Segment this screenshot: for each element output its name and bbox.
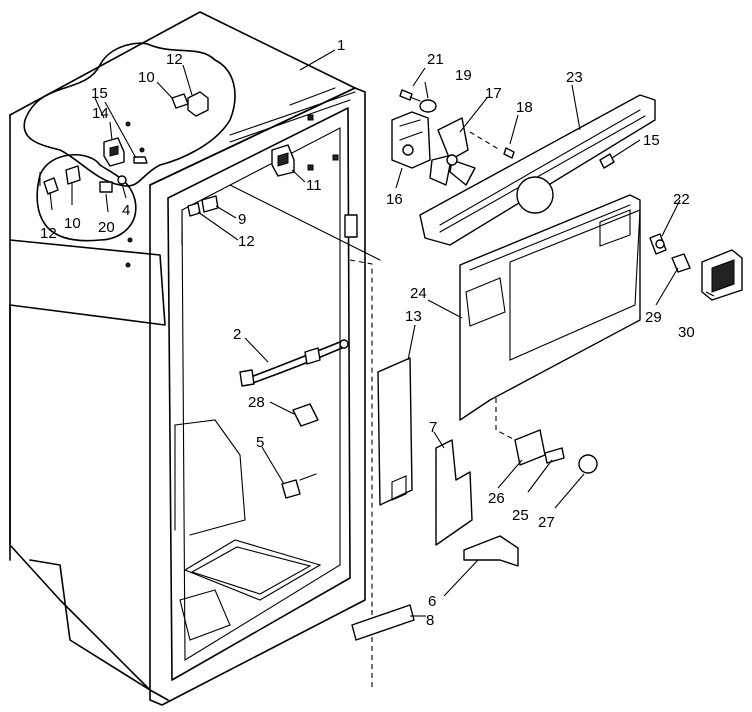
callout-10: 10 bbox=[138, 69, 155, 86]
part-7 bbox=[435, 439, 473, 546]
socket-22 bbox=[649, 233, 667, 255]
bracket-12-upper bbox=[187, 91, 209, 117]
callout-6: 6 bbox=[428, 593, 436, 610]
callout-18: 18 bbox=[516, 99, 533, 116]
callout-22: 22 bbox=[673, 191, 690, 208]
screw-21 bbox=[399, 89, 421, 102]
bulb-29 bbox=[671, 253, 691, 273]
bracket-10-lower bbox=[65, 165, 81, 185]
breaker-strip-13 bbox=[377, 357, 413, 506]
callout-labels: 1 12 10 15 14 21 19 17 18 23 15 16 11 22… bbox=[40, 37, 695, 629]
callout-5: 5 bbox=[256, 434, 264, 451]
callout-7: 7 bbox=[429, 419, 437, 436]
callout-26: 26 bbox=[488, 490, 505, 507]
rear-panel-24 bbox=[459, 194, 641, 421]
callout-13: 13 bbox=[405, 308, 422, 325]
callout-4: 4 bbox=[122, 202, 130, 219]
bracket-9 bbox=[201, 195, 219, 213]
bracket-10-upper bbox=[171, 93, 189, 109]
callout-15: 15 bbox=[91, 85, 108, 102]
callout-17: 17 bbox=[485, 85, 502, 102]
callout-25: 25 bbox=[512, 507, 529, 524]
part-8 bbox=[351, 604, 415, 641]
callout-12: 12 bbox=[166, 51, 183, 68]
cabinet-liner bbox=[9, 11, 381, 706]
part-20 bbox=[99, 181, 113, 193]
part-5 bbox=[281, 473, 317, 499]
knob-27 bbox=[578, 454, 598, 474]
leader-lines bbox=[39, 49, 715, 617]
part-28 bbox=[292, 403, 319, 427]
callout-1: 1 bbox=[337, 37, 345, 54]
switch-11 bbox=[271, 144, 295, 177]
detail-bubble-upper bbox=[23, 42, 236, 187]
part-6 bbox=[463, 535, 519, 567]
screw-15 bbox=[133, 156, 148, 164]
wire-harness-2 bbox=[239, 339, 349, 387]
detail-bubble-lower bbox=[36, 154, 137, 242]
fan-motor-16 bbox=[391, 111, 431, 169]
callout-10: 10 bbox=[64, 215, 81, 232]
bracket-26 bbox=[514, 429, 546, 466]
callout-29: 29 bbox=[645, 309, 662, 326]
grommet-19 bbox=[419, 99, 437, 113]
callout-14: 14 bbox=[92, 105, 109, 122]
callout-16: 16 bbox=[386, 191, 403, 208]
callout-2: 2 bbox=[233, 326, 241, 343]
screw-15-right bbox=[599, 153, 615, 169]
callout-8: 8 bbox=[426, 612, 434, 629]
bracket-12-lower bbox=[43, 177, 59, 195]
callout-9: 9 bbox=[238, 211, 246, 228]
callout-21: 21 bbox=[427, 51, 444, 68]
callout-20: 20 bbox=[98, 219, 115, 236]
screw-18 bbox=[503, 147, 515, 159]
callout-12: 12 bbox=[238, 233, 255, 250]
callout-28: 28 bbox=[248, 394, 265, 411]
bracket-12-mid bbox=[187, 202, 201, 217]
callout-30: 30 bbox=[678, 324, 695, 341]
cover-30 bbox=[701, 249, 743, 301]
callout-27: 27 bbox=[538, 514, 555, 531]
screw-25 bbox=[544, 447, 565, 464]
callout-24: 24 bbox=[410, 285, 427, 302]
callout-23: 23 bbox=[566, 69, 583, 86]
callout-12: 12 bbox=[40, 225, 57, 242]
callout-11: 11 bbox=[306, 177, 322, 194]
callout-19: 19 bbox=[455, 67, 472, 84]
fan-shroud-23 bbox=[419, 94, 656, 246]
bracket-14 bbox=[103, 137, 125, 167]
callout-15: 15 bbox=[643, 132, 660, 149]
fan-blade-17 bbox=[429, 117, 476, 186]
part-4 bbox=[117, 175, 127, 185]
